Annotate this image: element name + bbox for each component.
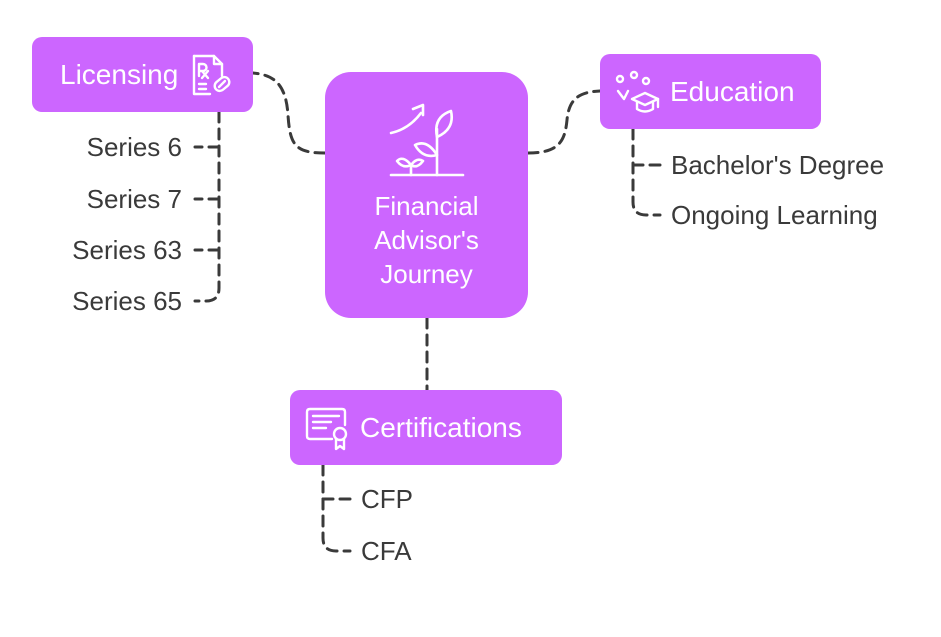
licensing-item-series-7: Series 7 — [86, 184, 182, 214]
certifications-item-cfa: CFA — [361, 536, 412, 566]
connector-center-education — [526, 89, 602, 155]
licensing-label: Licensing — [60, 58, 179, 90]
certifications-node[interactable]: Certifications — [290, 390, 562, 465]
licensing-node[interactable]: Licensing — [32, 37, 253, 112]
graduation-cap-icon — [615, 70, 660, 113]
certifications-label: Certifications — [360, 411, 522, 443]
education-item-bachelors-degree: Bachelor's Degree — [671, 150, 885, 180]
licensing-item-series-63: Series 63 — [72, 235, 182, 265]
certifications-item-cfp: CFP — [361, 484, 413, 514]
central-topic-node[interactable]: Financial Advisor's Journey — [325, 72, 528, 318]
education-item-ongoing-learning: Ongoing Learning — [671, 200, 878, 230]
connector-center-licensing — [251, 71, 327, 155]
education-label: Education — [670, 75, 795, 107]
connector-education-spine — [631, 127, 662, 217]
connector-licensing-spine — [193, 110, 221, 303]
licensing-item-series-6: Series 6 — [86, 132, 182, 162]
growth-plant-icon — [389, 103, 464, 177]
connector-certifications-spine — [321, 463, 352, 553]
certificate-icon — [305, 407, 348, 450]
central-topic-title: Financial Advisor's Journey — [374, 191, 479, 289]
licensing-item-series-65: Series 65 — [72, 286, 182, 316]
prescription-license-icon — [193, 54, 231, 95]
education-node[interactable]: Education — [600, 54, 821, 129]
